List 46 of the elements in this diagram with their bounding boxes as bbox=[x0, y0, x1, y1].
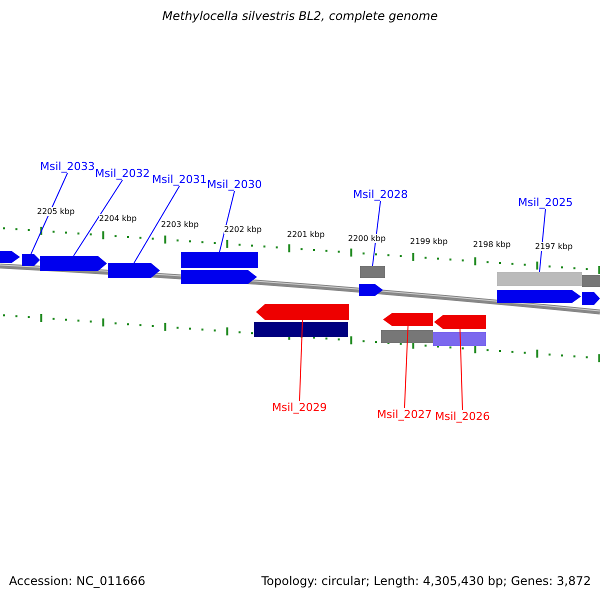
gene-block bbox=[254, 322, 348, 337]
gene-block bbox=[433, 332, 486, 346]
gene-block bbox=[181, 270, 257, 284]
gene-label: Msil_2033 bbox=[40, 160, 95, 173]
gene-block bbox=[582, 292, 600, 305]
genome-summary-text: Topology: circular; Length: 4,305,430 bp; Genes: 3,872 bbox=[261, 574, 591, 588]
gene-block bbox=[497, 272, 582, 286]
gene-label: Msil_2031 bbox=[152, 173, 207, 186]
leader-line bbox=[299, 320, 303, 402]
gene-block bbox=[383, 313, 433, 326]
gene-block bbox=[181, 252, 258, 268]
gene-label: Msil_2025 bbox=[518, 196, 573, 209]
leader-line bbox=[460, 328, 463, 410]
tick-label: 2204 kbp bbox=[99, 214, 137, 223]
gene-label: Msil_2026 bbox=[435, 410, 490, 423]
gene-block bbox=[582, 275, 600, 287]
leader-line bbox=[404, 326, 408, 408]
gene-block bbox=[0, 251, 20, 263]
leader-line bbox=[372, 200, 381, 266]
leader-line bbox=[539, 208, 546, 272]
leader-line bbox=[73, 180, 123, 256]
gene-block bbox=[381, 330, 433, 343]
tick-label: 2200 kbp bbox=[348, 234, 386, 243]
tick-label: 2197 kbp bbox=[535, 242, 573, 251]
title: Methylocella silvestris BL2, complete genome bbox=[161, 9, 439, 23]
gene-label: Msil_2030 bbox=[207, 178, 262, 191]
gene-label: Msil_2028 bbox=[353, 188, 408, 201]
leader-line bbox=[134, 186, 180, 264]
leader-line bbox=[30, 172, 68, 254]
gene-label: Msil_2032 bbox=[95, 167, 150, 180]
gene-block bbox=[256, 304, 349, 320]
leader-line bbox=[219, 190, 235, 252]
gene-block bbox=[360, 266, 385, 278]
gene-label: Msil_2029 bbox=[272, 401, 327, 414]
gene-label: Msil_2027 bbox=[377, 408, 432, 421]
tick-label: 2205 kbp bbox=[37, 207, 75, 216]
gene-block bbox=[22, 254, 40, 266]
accession-text: Accession: NC_011666 bbox=[9, 574, 146, 588]
gene-block bbox=[108, 263, 160, 278]
tick-label: 2198 kbp bbox=[473, 240, 511, 249]
gene-block bbox=[434, 315, 486, 329]
gene-block bbox=[359, 284, 383, 296]
tick-label: 2201 kbp bbox=[287, 230, 325, 239]
tick-label: 2203 kbp bbox=[161, 220, 199, 229]
tick-label: 2199 kbp bbox=[410, 237, 448, 246]
tick-label: 2202 kbp bbox=[224, 225, 262, 234]
